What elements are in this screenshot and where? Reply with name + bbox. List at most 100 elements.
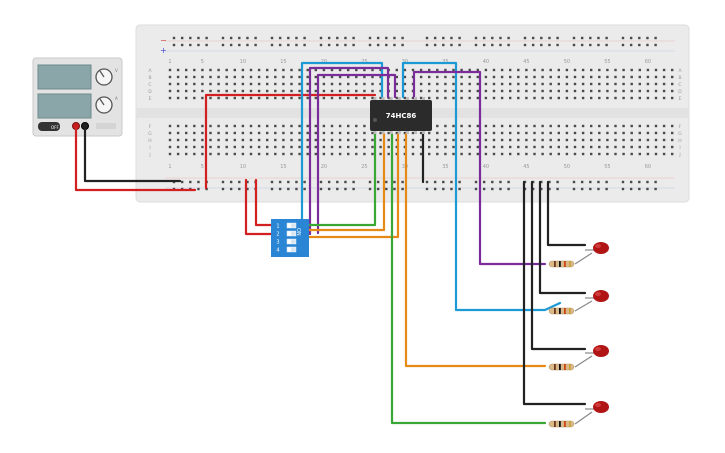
breadboard-hole[interactable] <box>565 82 569 86</box>
breadboard-hole[interactable] <box>476 152 479 156</box>
breadboard-hole[interactable] <box>298 145 301 149</box>
breadboard-hole[interactable] <box>395 89 398 93</box>
breadboard-hole[interactable] <box>500 145 504 149</box>
breadboard-hole[interactable] <box>614 82 617 86</box>
breadboard-hole[interactable] <box>338 145 342 149</box>
rail-hole[interactable] <box>295 187 298 191</box>
rail-hole[interactable] <box>376 43 380 47</box>
rail-hole[interactable] <box>638 36 641 40</box>
breadboard-hole[interactable] <box>249 138 253 142</box>
breadboard-hole[interactable] <box>573 82 577 86</box>
breadboard-hole[interactable] <box>549 138 552 142</box>
breadboard-hole[interactable] <box>573 152 577 156</box>
breadboard-hole[interactable] <box>395 145 398 149</box>
breadboard-hole[interactable] <box>541 138 544 142</box>
rail-hole[interactable] <box>336 180 339 184</box>
breadboard-hole[interactable] <box>290 152 293 156</box>
breadboard-hole[interactable] <box>581 68 585 72</box>
breadboard-hole[interactable] <box>468 124 471 128</box>
breadboard-hole[interactable] <box>193 68 196 72</box>
breadboard-hole[interactable] <box>436 138 439 142</box>
breadboard-hole[interactable] <box>306 131 309 135</box>
breadboard-hole[interactable] <box>217 131 220 135</box>
breadboard-hole[interactable] <box>500 131 504 135</box>
breadboard-hole[interactable] <box>630 131 633 135</box>
breadboard-hole[interactable] <box>371 68 374 72</box>
rail-hole[interactable] <box>621 43 625 47</box>
breadboard-hole[interactable] <box>460 138 463 142</box>
breadboard-hole[interactable] <box>201 89 204 93</box>
breadboard-hole[interactable] <box>314 82 317 86</box>
rail-hole[interactable] <box>450 36 453 40</box>
breadboard-hole[interactable] <box>646 82 650 86</box>
breadboard-hole[interactable] <box>201 75 204 79</box>
breadboard-hole[interactable] <box>492 89 496 93</box>
breadboard-hole[interactable] <box>338 124 342 128</box>
rail-hole[interactable] <box>654 187 657 191</box>
rail-hole[interactable] <box>572 180 576 184</box>
breadboard-hole[interactable] <box>509 96 512 100</box>
breadboard-hole[interactable] <box>476 138 479 142</box>
breadboard-hole[interactable] <box>541 68 544 72</box>
breadboard-hole[interactable] <box>201 131 204 135</box>
breadboard-hole[interactable] <box>257 75 261 79</box>
breadboard-hole[interactable] <box>201 96 204 100</box>
breadboard-hole[interactable] <box>185 89 188 93</box>
breadboard-hole[interactable] <box>654 68 658 72</box>
breadboard-hole[interactable] <box>347 145 350 149</box>
breadboard-hole[interactable] <box>606 152 609 156</box>
breadboard-hole[interactable] <box>209 124 212 128</box>
rail-hole[interactable] <box>458 43 461 47</box>
breadboard-hole[interactable] <box>282 124 285 128</box>
breadboard-hole[interactable] <box>298 89 301 93</box>
breadboard-hole[interactable] <box>476 68 479 72</box>
breadboard-hole[interactable] <box>355 96 358 100</box>
breadboard-hole[interactable] <box>622 82 625 86</box>
rail-hole[interactable] <box>172 43 176 47</box>
breadboard-hole[interactable] <box>176 96 180 100</box>
breadboard-hole[interactable] <box>590 124 593 128</box>
rail-hole[interactable] <box>197 36 200 40</box>
rail-hole[interactable] <box>556 36 559 40</box>
breadboard-hole[interactable] <box>573 138 577 142</box>
rail-hole[interactable] <box>474 187 478 191</box>
breadboard-hole[interactable] <box>322 89 326 93</box>
rail-hole[interactable] <box>221 187 225 191</box>
rail-hole[interactable] <box>344 180 347 184</box>
rail-hole[interactable] <box>605 36 608 40</box>
rail-hole[interactable] <box>205 187 208 191</box>
breadboard-hole[interactable] <box>541 152 544 156</box>
breadboard-hole[interactable] <box>355 145 358 149</box>
breadboard-hole[interactable] <box>290 131 293 135</box>
breadboard-hole[interactable] <box>217 138 220 142</box>
breadboard-hole[interactable] <box>533 82 536 86</box>
rail-hole[interactable] <box>303 36 306 40</box>
breadboard-hole[interactable] <box>484 75 488 79</box>
breadboard-hole[interactable] <box>517 68 520 72</box>
rail-hole[interactable] <box>450 187 453 191</box>
breadboard-hole[interactable] <box>573 68 577 72</box>
rail-hole[interactable] <box>572 43 576 47</box>
breadboard-hole[interactable] <box>484 89 488 93</box>
rail-hole[interactable] <box>295 36 298 40</box>
breadboard-hole[interactable] <box>411 68 415 72</box>
breadboard-hole[interactable] <box>282 89 285 93</box>
rail-hole[interactable] <box>499 43 502 47</box>
breadboard-hole[interactable] <box>565 124 569 128</box>
breadboard-hole[interactable] <box>646 96 650 100</box>
breadboard-hole[interactable] <box>492 75 496 79</box>
breadboard-hole[interactable] <box>355 138 358 142</box>
breadboard-hole[interactable] <box>622 68 625 72</box>
breadboard-hole[interactable] <box>662 152 666 156</box>
breadboard-hole[interactable] <box>492 82 496 86</box>
breadboard-hole[interactable] <box>428 152 431 156</box>
breadboard-hole[interactable] <box>387 152 390 156</box>
breadboard-hole[interactable] <box>436 96 439 100</box>
breadboard-hole[interactable] <box>298 124 301 128</box>
rail-hole[interactable] <box>327 180 331 184</box>
breadboard-hole[interactable] <box>282 145 285 149</box>
breadboard-hole[interactable] <box>338 82 342 86</box>
breadboard-hole[interactable] <box>460 89 463 93</box>
breadboard-hole[interactable] <box>638 75 641 79</box>
breadboard-hole[interactable] <box>217 124 220 128</box>
